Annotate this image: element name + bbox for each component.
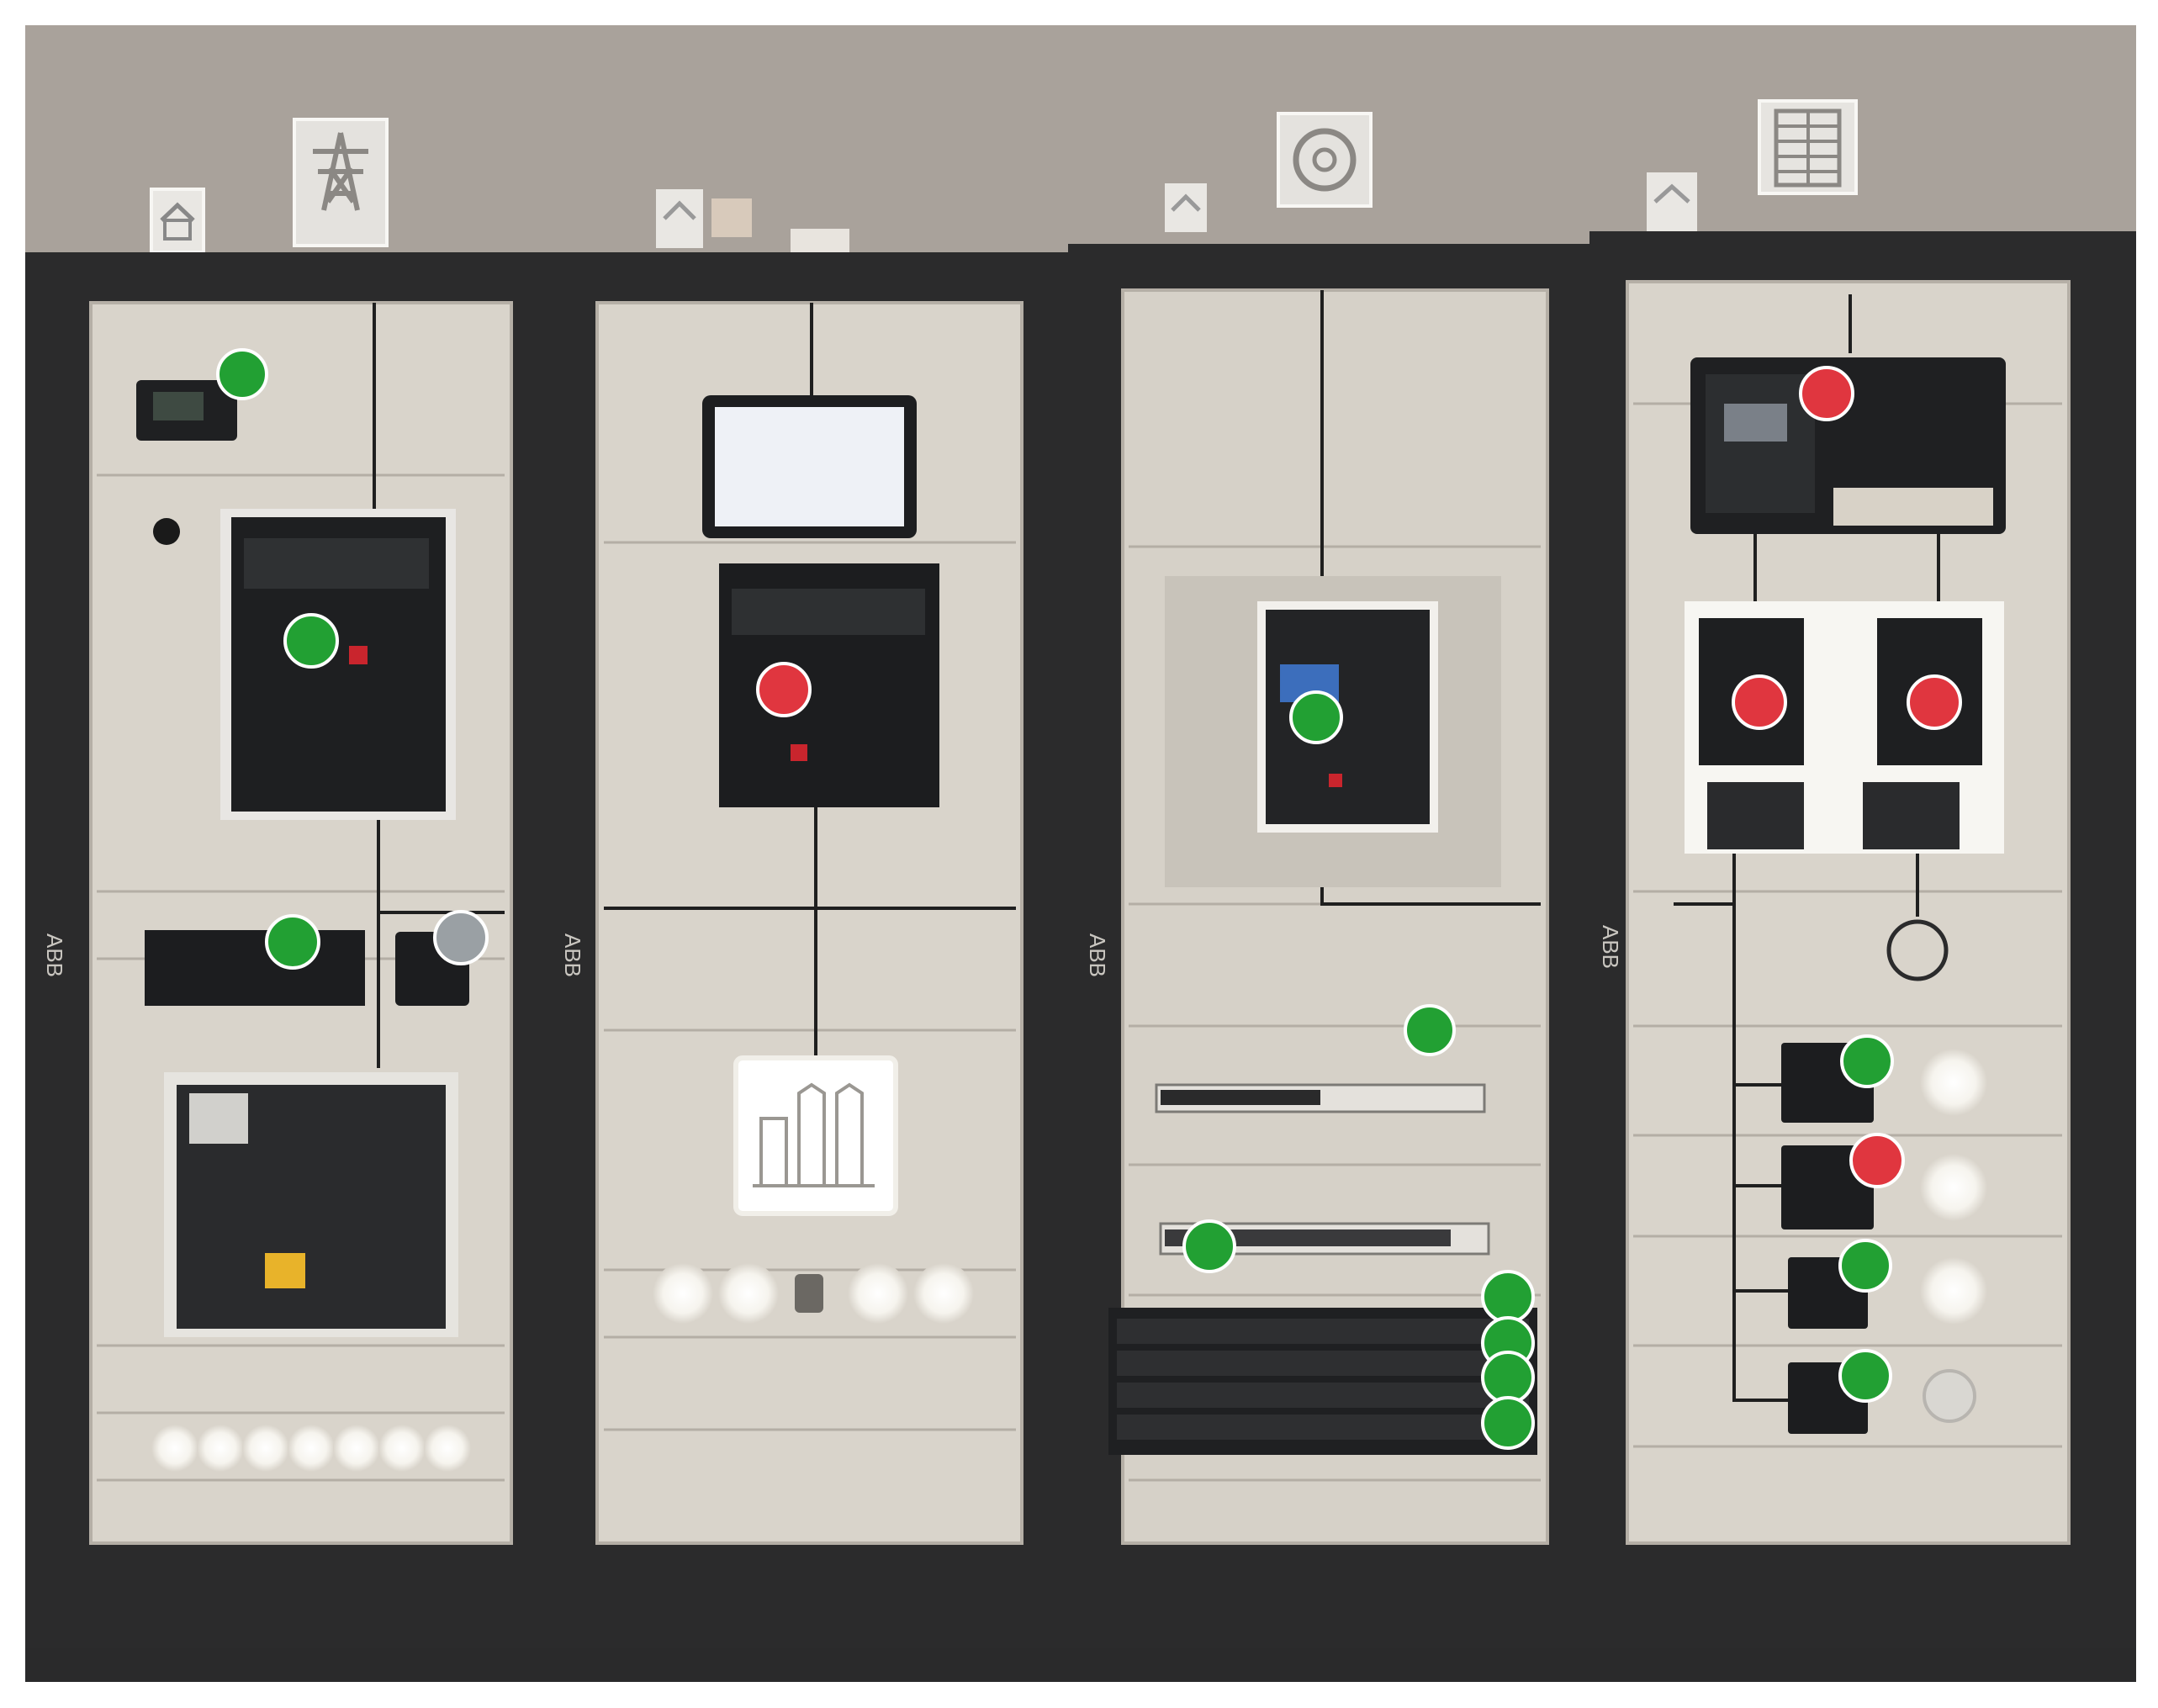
status-indicator-ok bbox=[1840, 1034, 1894, 1088]
led-row bbox=[1920, 1049, 1987, 1423]
house-icon bbox=[150, 188, 205, 254]
brand-mark: ABB bbox=[1085, 933, 1110, 977]
motor-operator bbox=[1707, 782, 1804, 849]
house-icon bbox=[656, 189, 849, 254]
generator-icon bbox=[1886, 919, 1949, 981]
breaker-trip-unit bbox=[732, 589, 925, 635]
house-icon bbox=[1165, 183, 1207, 232]
status-indicator-ok bbox=[1838, 1349, 1892, 1403]
status-indicator-fault bbox=[1849, 1133, 1905, 1188]
status-indicator-ok bbox=[1289, 690, 1343, 744]
status-indicator-ok bbox=[265, 914, 320, 970]
status-indicator-ok bbox=[1838, 1239, 1892, 1293]
terminal-block bbox=[189, 1093, 248, 1144]
status-indicator-ok bbox=[1182, 1219, 1236, 1273]
bus-lines bbox=[373, 290, 1940, 1402]
status-indicator-ok bbox=[1481, 1351, 1535, 1404]
motor-operator bbox=[1863, 782, 1960, 849]
breaker-trip-unit bbox=[244, 538, 429, 589]
pylon-icon bbox=[293, 118, 389, 247]
building-icon bbox=[733, 1055, 898, 1216]
led-row bbox=[653, 1263, 974, 1324]
breaker-button bbox=[349, 646, 368, 664]
status-indicator-fault bbox=[756, 662, 812, 717]
status-indicator-fault bbox=[1732, 674, 1787, 730]
din-rail-module-strip bbox=[1165, 1229, 1451, 1246]
rack-icon bbox=[1758, 99, 1858, 195]
plc-terminals bbox=[1833, 488, 1993, 526]
indicator-knob bbox=[153, 518, 180, 545]
building-drawing bbox=[753, 1082, 875, 1187]
hmi-screen bbox=[715, 407, 904, 526]
status-indicator-ok bbox=[216, 348, 268, 400]
status-indicator-ok bbox=[1404, 1004, 1456, 1056]
floor-band bbox=[25, 1648, 2136, 1682]
din-rail-module-strip bbox=[1161, 1090, 1320, 1105]
meter-screen bbox=[153, 392, 204, 420]
status-indicator-ok bbox=[1481, 1270, 1535, 1324]
plc-display bbox=[1724, 404, 1787, 442]
status-indicators bbox=[216, 348, 1962, 1450]
status-indicator-fault bbox=[1907, 674, 1962, 730]
rack-units bbox=[1108, 1308, 1537, 1455]
status-indicator-ok bbox=[1481, 1396, 1535, 1450]
status-indicator-ok bbox=[283, 613, 339, 669]
led-row bbox=[151, 1425, 471, 1472]
brand-mark: ABB bbox=[1598, 925, 1623, 969]
breaker-button bbox=[1329, 774, 1342, 787]
brand-mark: ABB bbox=[560, 933, 585, 977]
plc-controller bbox=[1706, 374, 1815, 513]
breaker-button bbox=[791, 744, 807, 761]
wheel-icon bbox=[1277, 112, 1373, 208]
status-indicator-fault bbox=[1799, 366, 1854, 421]
busbar-module bbox=[145, 930, 365, 1006]
house-icon bbox=[1647, 172, 1697, 231]
brand-mark: ABB bbox=[42, 933, 67, 977]
isolator-switch bbox=[265, 1253, 305, 1288]
status-indicator-unknown bbox=[433, 910, 489, 965]
